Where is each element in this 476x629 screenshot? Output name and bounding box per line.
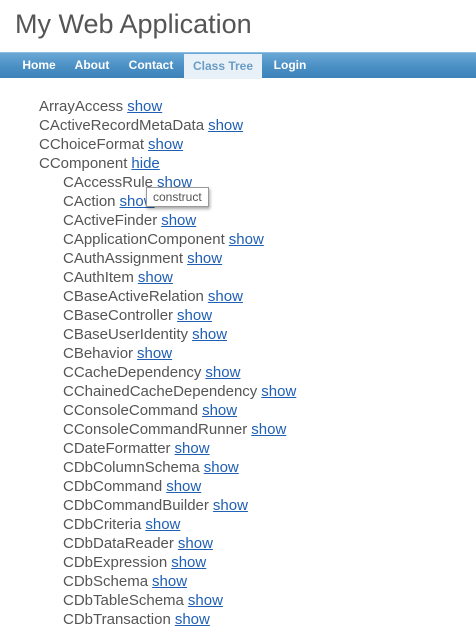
show-link[interactable]: show [202,402,238,419]
show-link[interactable]: show [187,592,223,609]
show-link[interactable]: show [174,611,210,628]
show-link[interactable]: show [157,174,193,191]
child-class-name: CChainedCacheDependency [63,383,258,400]
show-link[interactable]: show [174,440,210,457]
child-class-name: CDbTransaction [63,611,171,628]
child-class-name: CAccessRule [63,174,154,191]
show-link[interactable]: show [166,478,202,495]
nav-login[interactable]: Login [273,58,307,72]
child-class-name: CConsoleCommandRunner [63,421,248,438]
child-class-name: CBaseActiveRelation [63,288,204,305]
child-class-name: CBaseUserIdentity [63,326,189,343]
show-link[interactable]: show [152,573,188,590]
show-link[interactable]: show [207,288,243,305]
child-class-name: CConsoleCommand [63,402,199,419]
nav-contact[interactable]: Contact [128,58,174,72]
show-link[interactable]: show [177,307,213,324]
class-name: CComponent [39,155,128,172]
nav-about[interactable]: About [74,58,110,72]
child-class-name: CAction [63,193,116,210]
show-link[interactable]: show [228,231,264,248]
child-class-name: CDbExpression [63,554,168,571]
tooltip: construct [146,187,209,207]
show-link[interactable]: show [187,250,223,267]
show-link[interactable]: show [161,212,197,229]
nav-class-tree[interactable]: Class Tree [184,54,262,79]
show-link[interactable]: show [212,497,248,514]
hide-link[interactable]: hide [131,155,160,172]
child-class-name: CActiveFinder [63,212,158,229]
show-link[interactable]: show [203,459,239,476]
child-class-name: CDbTableSchema [63,592,184,609]
child-class-name: CBaseController [63,307,174,324]
child-class-name: CDbCommandBuilder [63,497,209,514]
show-link[interactable]: show [137,345,173,362]
show-link[interactable]: show [127,98,163,115]
child-class-name: CCacheDependency [63,364,202,381]
show-link[interactable]: show [177,535,213,552]
show-link[interactable]: show [192,326,228,343]
main-nav: Home About Contact Class Tree Login [0,52,476,79]
child-class-name: CBehavior [63,345,134,362]
show-link[interactable]: show [205,364,241,381]
child-class-name: CDateFormatter [63,440,171,457]
show-link[interactable]: show [251,421,287,438]
app-title: My Web Application [15,9,252,39]
child-class-name: CDbDataReader [63,535,174,552]
child-class-name: CApplicationComponent [63,231,225,248]
child-class-name: CAuthAssignment [63,250,184,267]
show-link[interactable]: show [148,136,184,153]
show-link[interactable]: show [261,383,297,400]
child-class-name: CDbCommand [63,478,163,495]
show-link[interactable]: show [208,117,244,134]
child-class-name: CDbCriteria [63,516,142,533]
nav-home[interactable]: Home [22,58,56,72]
child-class-name: CAuthItem [63,269,134,286]
class-name: ArrayAccess [39,98,124,115]
show-link[interactable]: show [137,269,173,286]
class-name: CActiveRecordMetaData [39,117,205,134]
show-link[interactable]: show [119,193,155,210]
show-link[interactable]: show [171,554,207,571]
class-name: CChoiceFormat [39,136,145,153]
child-class-name: CDbSchema [63,573,149,590]
show-link[interactable]: show [145,516,181,533]
child-class-name: CDbColumnSchema [63,459,200,476]
